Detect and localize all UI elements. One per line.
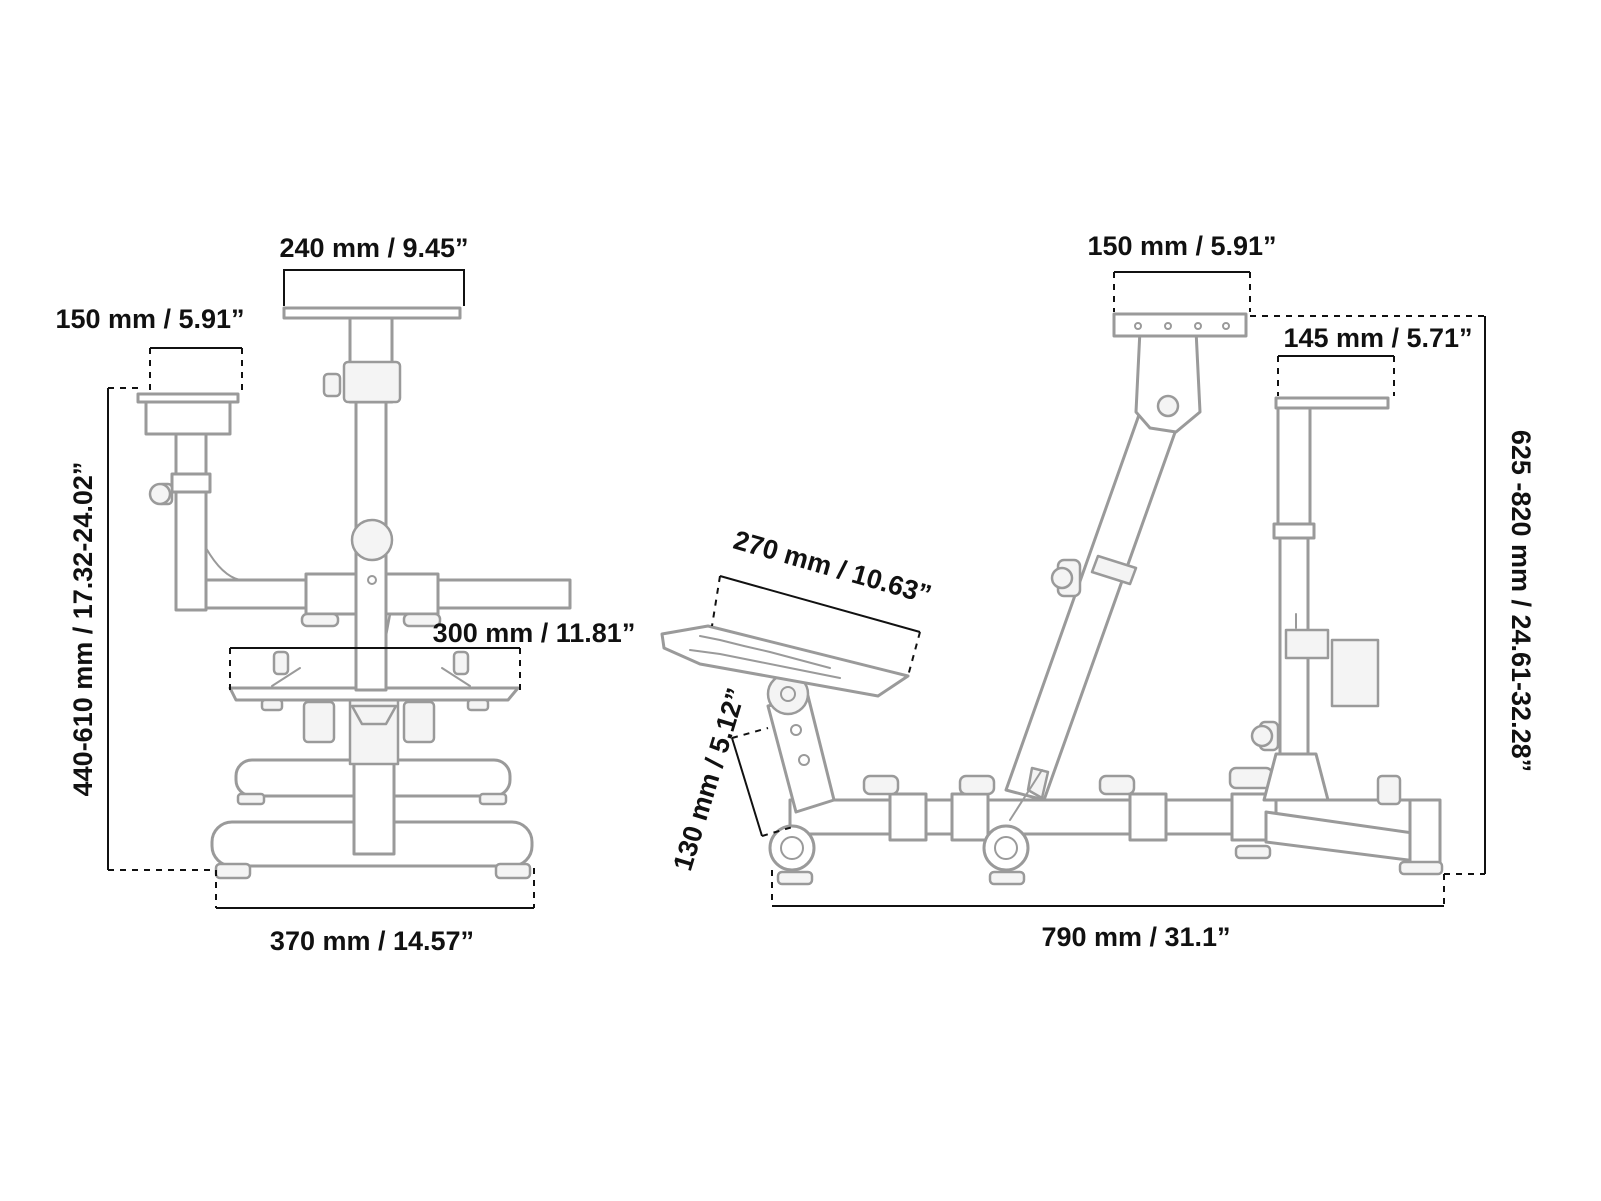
front-side-column [136, 392, 241, 612]
front-base [210, 698, 534, 880]
side-pedal-plate-label: 270 mm / 10.63” [730, 525, 935, 610]
side-height-label: 625 -820 mm / 24.61-32.28” [1506, 430, 1536, 772]
front-side-plate-label: 150 mm / 5.91” [55, 304, 244, 334]
side-base [768, 766, 1444, 886]
front-side-plate-dimension: 150 mm / 5.91” [55, 304, 245, 392]
side-base-label: 790 mm / 31.1” [1041, 922, 1230, 952]
side-pedal-riser [766, 672, 836, 814]
front-height-dimension: 440-610 mm / 17.32-24.02” [68, 387, 216, 871]
front-base-dimension: 370 mm / 14.57” [215, 868, 535, 956]
side-top-plate-label: 150 mm / 5.91” [1087, 231, 1276, 261]
side-view: 150 mm / 5.91” 145 mm / 5.71” 625 -820 m… [660, 231, 1536, 952]
side-pedal-plate [660, 624, 910, 698]
side-base-dimension: 790 mm / 31.1” [771, 870, 1445, 952]
front-top-plate-dimension: 240 mm / 9.45” [279, 233, 469, 310]
side-pedal-riser-label: 130 mm / 5.12” [667, 685, 751, 875]
side-height-dimension: 625 -820 mm / 24.61-32.28” [1250, 315, 1536, 875]
front-base-label: 370 mm / 14.57” [270, 926, 474, 956]
side-shifter-column [1250, 396, 1402, 806]
front-height-label: 440-610 mm / 17.32-24.02” [68, 462, 98, 797]
front-main-column [282, 306, 462, 692]
front-pedal-plate-dimension: 300 mm / 11.81” [229, 618, 636, 692]
front-top-plate-label: 240 mm / 9.45” [279, 233, 468, 263]
front-view: 240 mm / 9.45” 150 mm / 5.91” 440-610 mm… [55, 233, 635, 956]
side-main-column [1004, 312, 1248, 821]
side-shifter-plate-label: 145 mm / 5.71” [1283, 323, 1472, 353]
side-top-plate-dimension: 150 mm / 5.91” [1087, 231, 1277, 312]
front-pedal-plate-label: 300 mm / 11.81” [433, 618, 636, 648]
side-shifter-plate-dimension: 145 mm / 5.71” [1277, 323, 1473, 396]
front-pedal-plate [228, 650, 520, 744]
